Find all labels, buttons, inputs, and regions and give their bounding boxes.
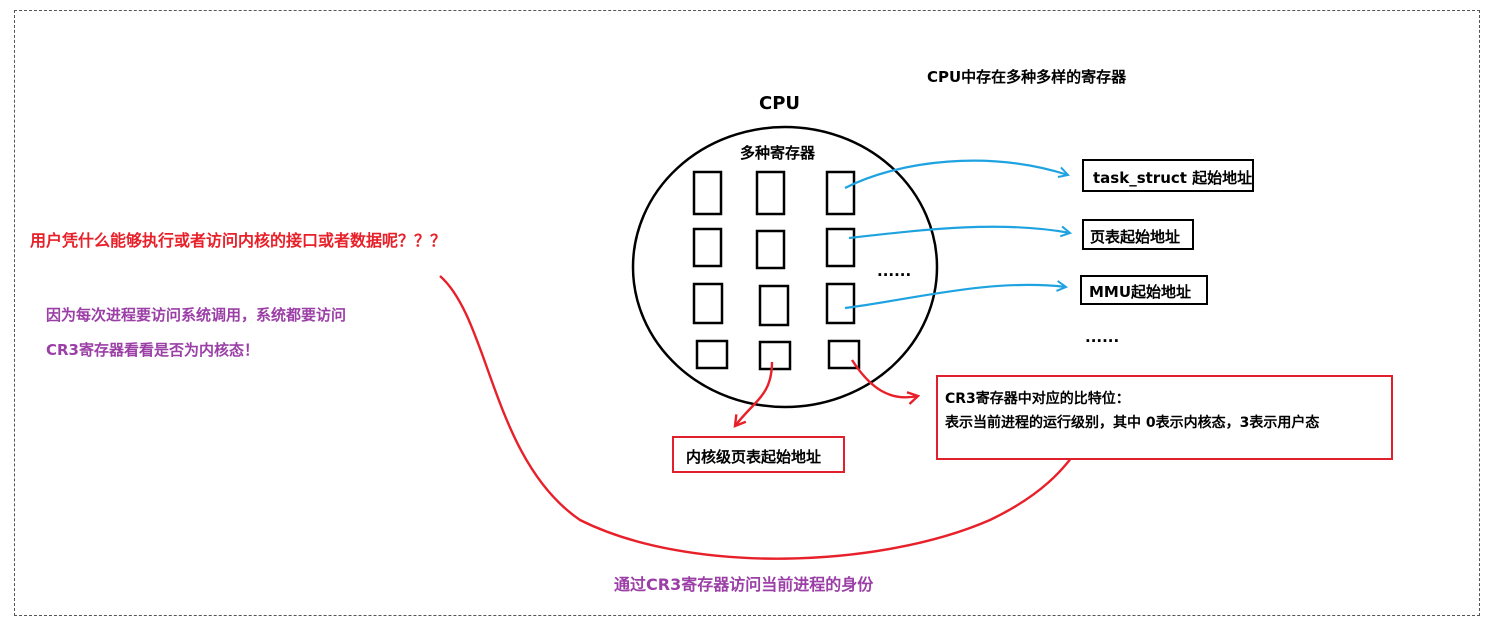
register-box — [755, 170, 786, 216]
register-box — [827, 339, 861, 370]
answer-line2: CR3寄存器看看是否为内核态！ — [46, 341, 259, 359]
register-box — [692, 282, 724, 325]
cpu-circle — [631, 125, 939, 409]
arrow-to-cr3-box — [850, 359, 918, 397]
register-box — [692, 170, 723, 216]
cpu-ellipsis: ...... — [877, 262, 912, 280]
registers-label: 多种寄存器 — [740, 144, 816, 162]
task-struct-address-label: task_struct 起始地址 — [1093, 169, 1253, 187]
register-box — [695, 339, 729, 370]
register-box — [758, 284, 790, 327]
list-ellipsis: ...... — [1085, 328, 1120, 346]
page-table-address-box: 页表起始地址 — [1082, 219, 1194, 250]
kernel-page-table-address-label: 内核级页表起始地址 — [686, 448, 822, 466]
heading: CPU中存在多种多样的寄存器 — [927, 68, 1127, 86]
arrow-question-to-cr3 — [439, 275, 1083, 560]
kernel-page-table-address-box: 内核级页表起始地址 — [672, 436, 845, 473]
question-text: 用户凭什么能够执行或者访问内核的接口或者数据呢？？？ — [30, 231, 447, 250]
register-box — [755, 229, 786, 270]
diagram-frame — [14, 10, 1480, 616]
register-box — [825, 282, 856, 325]
register-box — [825, 227, 856, 268]
register-box — [758, 340, 792, 371]
arrow-to-kernel-page-table — [735, 361, 774, 426]
arrow-to-mmu — [844, 285, 1066, 310]
register-box — [692, 227, 723, 268]
mmu-address-box: MMU起始地址 — [1080, 275, 1208, 305]
cpu-label: CPU — [759, 93, 801, 114]
bottom-caption: 通过CR3寄存器访问当前进程的身份 — [614, 575, 874, 594]
page-table-address-label: 页表起始地址 — [1090, 228, 1181, 246]
register-box — [825, 170, 856, 216]
task-struct-address-box: task_struct 起始地址 — [1082, 159, 1254, 192]
arrow-to-page-table — [848, 225, 1070, 240]
arrow-to-task-struct — [844, 159, 1068, 189]
mmu-address-label: MMU起始地址 — [1089, 283, 1192, 301]
cr3-explanation-box: CR3寄存器中对应的比特位： 表示当前进程的运行级别，其中 0表示内核态，3表示… — [936, 375, 1393, 460]
cr3-explanation-line1: CR3寄存器中对应的比特位： — [945, 391, 1130, 407]
cr3-explanation-line2: 表示当前进程的运行级别，其中 0表示内核态，3表示用户态 — [945, 415, 1320, 431]
register-grid — [692, 170, 861, 371]
answer-line1: 因为每次进程要访问系统调用，系统都要访问 — [46, 306, 347, 324]
